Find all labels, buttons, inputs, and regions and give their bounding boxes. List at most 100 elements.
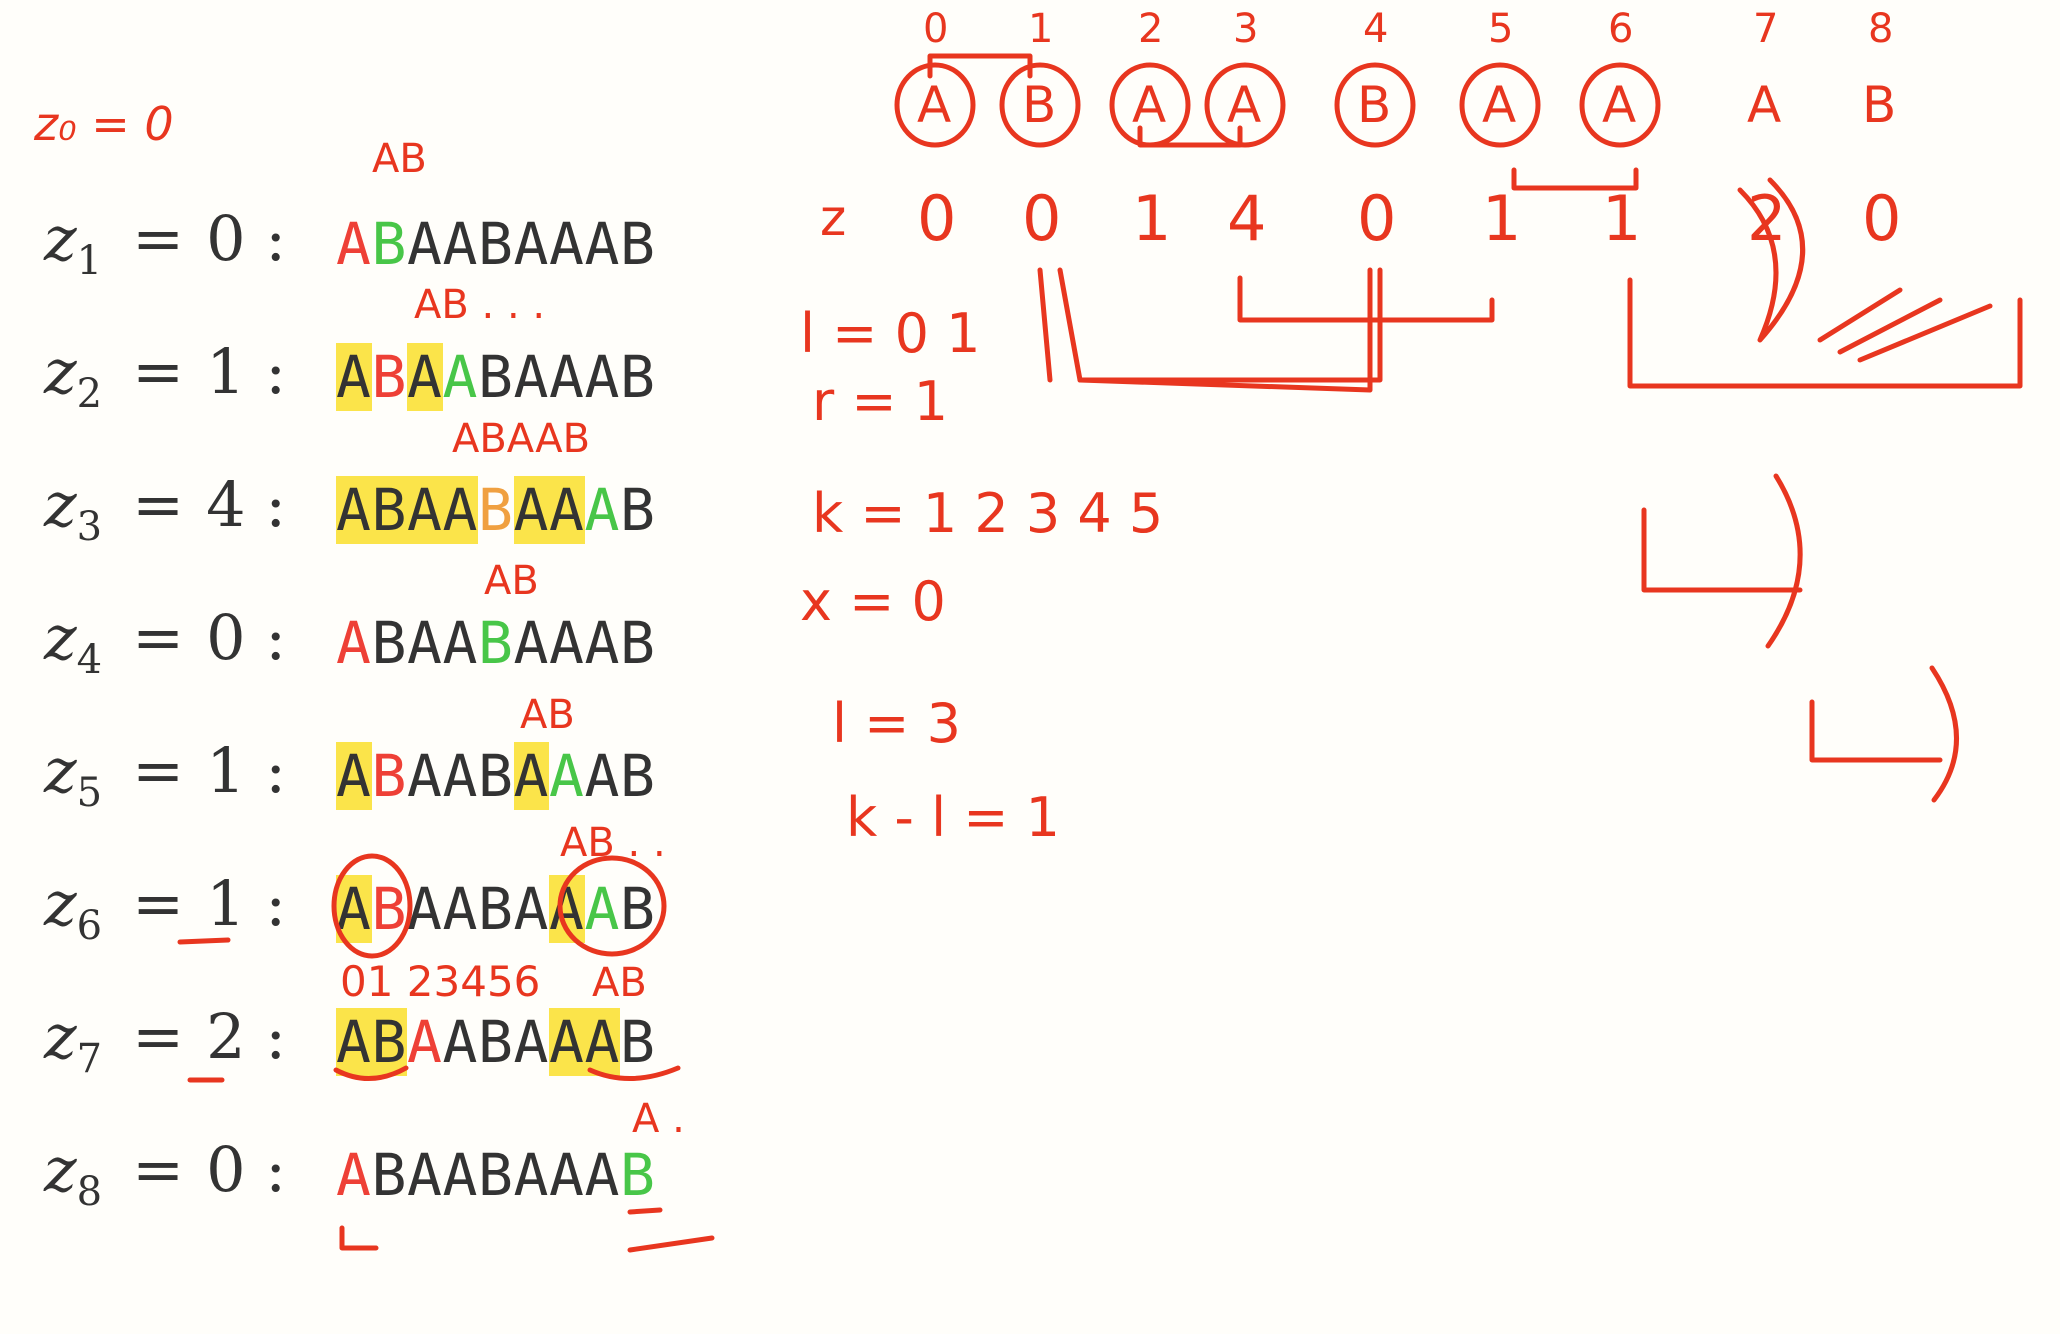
z-label: z8=0 : <box>44 1133 286 1215</box>
letter-circle <box>1459 62 1541 148</box>
string-char: A <box>442 476 479 544</box>
top-index: 1 <box>1028 6 1053 52</box>
circle-row6-left <box>331 853 413 959</box>
top-index: 4 <box>1363 6 1388 52</box>
z-index: 6 <box>76 903 103 949</box>
string-char: A <box>442 1141 479 1209</box>
z-symbol: z <box>44 867 77 940</box>
letter-circle <box>1204 62 1286 148</box>
string-char: B <box>371 609 408 677</box>
bracket-0-1 <box>927 53 1033 79</box>
pattern-string: ABAABAAAB <box>336 1008 656 1076</box>
string-char: B <box>620 1008 656 1076</box>
string-char: B <box>371 1141 408 1209</box>
right-bracket-2 <box>1809 665 1959 803</box>
top-letter: A <box>1132 76 1166 134</box>
letter-circle <box>1334 62 1416 148</box>
note-over-row8: A . <box>632 1096 685 1142</box>
z-value: 0 <box>206 601 246 674</box>
var-l-second: l = 3 <box>832 692 961 755</box>
top-index: 3 <box>1233 6 1258 52</box>
z-row-label: z <box>820 189 846 247</box>
z-label: z3=4 : <box>44 468 286 550</box>
connector-lines-b <box>1077 267 2023 393</box>
var-l-first: l = 0 1 <box>800 302 980 365</box>
z-index: 3 <box>76 504 103 550</box>
string-char: A <box>336 1008 372 1076</box>
colon: : <box>245 867 287 940</box>
z-symbol: z <box>44 335 77 408</box>
z-index: 4 <box>76 637 103 683</box>
top-z-value: 0 <box>1022 182 1061 255</box>
string-char: B <box>620 476 656 544</box>
z-symbol: z <box>44 601 77 674</box>
string-char: A <box>549 742 585 810</box>
string-char: A <box>513 1141 550 1209</box>
colon: : <box>245 1133 287 1206</box>
string-char: B <box>371 476 408 544</box>
z-index: 1 <box>76 238 103 284</box>
z-label: z7=2 : <box>44 1000 286 1082</box>
string-char: A <box>549 476 585 544</box>
top-letter: A <box>1482 76 1516 134</box>
string-char: A <box>442 210 479 278</box>
letter-circle <box>894 62 976 148</box>
equals-sign: = <box>132 468 185 541</box>
string-char: A <box>336 742 372 810</box>
bracket-2-3 <box>1137 125 1243 148</box>
z-value: 2 <box>206 1000 246 1073</box>
connector-lines-a <box>1057 267 1495 383</box>
bracket-row8-right <box>627 1207 715 1253</box>
string-char: A <box>513 1008 550 1076</box>
z-value: 1 <box>206 867 246 940</box>
string-char: B <box>371 875 408 943</box>
string-char: A <box>549 1008 585 1076</box>
top-z-value: 1 <box>1482 182 1521 255</box>
string-char: A <box>584 476 621 544</box>
string-char: B <box>620 343 656 411</box>
string-char: B <box>478 476 514 544</box>
string-char: A <box>513 476 550 544</box>
equals-sign: = <box>132 734 185 807</box>
string-char: B <box>371 343 408 411</box>
string-char: B <box>371 1008 408 1076</box>
underline-value-row6 <box>177 937 231 945</box>
circle-row6-right <box>557 855 667 957</box>
string-char: A <box>407 476 443 544</box>
string-char: A <box>442 609 479 677</box>
letter-circle <box>1579 62 1661 148</box>
z-symbol: z <box>44 1000 77 1073</box>
colon: : <box>245 601 287 674</box>
string-char: B <box>371 742 408 810</box>
z0-note: z₀ = 0 <box>33 97 174 151</box>
note-over-row3: ABAAB <box>452 416 590 462</box>
z-value: 1 <box>206 734 246 807</box>
top-letter: B <box>1022 76 1056 134</box>
right-bracket-1 <box>1641 473 1803 649</box>
string-char: B <box>478 742 514 810</box>
string-char: B <box>478 343 514 411</box>
var-k-minus-l: k - l = 1 <box>846 786 1060 849</box>
string-char: B <box>620 609 656 677</box>
z-value: 4 <box>206 468 246 541</box>
top-index: 0 <box>923 6 948 52</box>
colon: : <box>245 202 287 275</box>
top-letter: B <box>1357 76 1391 134</box>
string-char: A <box>442 1008 479 1076</box>
string-char: B <box>478 1008 514 1076</box>
top-letter: A <box>917 76 951 134</box>
colon: : <box>245 468 287 541</box>
colon: : <box>245 1000 287 1073</box>
note-over-row2: AB . . . <box>414 282 545 328</box>
string-char: A <box>336 1141 372 1209</box>
string-char: A <box>407 875 443 943</box>
underline-row7-right <box>587 1065 681 1081</box>
string-char: A <box>584 210 621 278</box>
var-r: r = 1 <box>812 370 948 433</box>
z-symbol: z <box>44 734 77 807</box>
string-char: A <box>513 343 550 411</box>
z-value: 1 <box>206 335 246 408</box>
z-label: z1=0 : <box>44 202 286 284</box>
